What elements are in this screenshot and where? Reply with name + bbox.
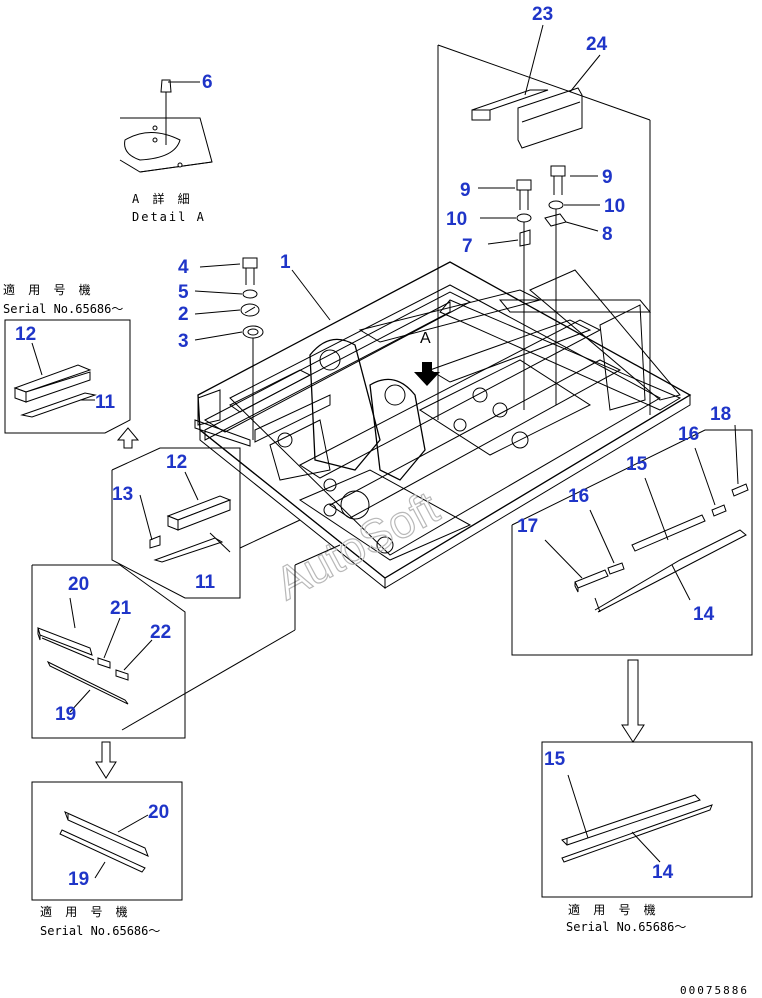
detail-a-label-jp: A 詳 細 [132, 191, 193, 206]
watermark: AutoSoft [267, 481, 447, 610]
section-arrow-a: A [414, 330, 440, 386]
callout-12-b: 12 [166, 452, 187, 473]
inset-right [511, 424, 753, 656]
inset-top-left [4, 319, 131, 434]
callout-17: 17 [517, 516, 538, 537]
callout-15-b: 15 [544, 749, 566, 770]
callout-9-b: 9 [602, 167, 613, 188]
callout-18: 18 [710, 404, 731, 425]
main-frame-drawing [194, 261, 692, 590]
serial-note-3-jp: 適 用 号 機 [568, 902, 659, 917]
arrow-letter: A [420, 330, 431, 347]
inset-bottom-right [541, 741, 753, 898]
callout-11-a: 11 [95, 392, 116, 413]
callout-7: 7 [462, 236, 473, 257]
callout-15-a: 15 [626, 454, 648, 475]
callout-2: 2 [178, 304, 189, 325]
callout-14-a: 14 [693, 604, 715, 625]
serial-note-1-jp: 適 用 号 機 [3, 282, 94, 297]
callout-12-a: 12 [15, 324, 36, 345]
callout-22: 22 [150, 622, 171, 643]
callout-13: 13 [112, 484, 133, 505]
callout-21: 21 [110, 598, 132, 619]
callout-numbers: 1 2 3 4 5 6 7 8 9 9 10 10 11 11 12 12 13… [15, 4, 731, 890]
arrow-up-icon [116, 427, 140, 449]
hardware-group-left [240, 257, 264, 440]
callout-11-b: 11 [195, 572, 216, 593]
callout-10-a: 10 [446, 209, 467, 230]
callout-8: 8 [602, 224, 613, 245]
drawing-code: 00075886 [680, 984, 749, 997]
callout-14-b: 14 [652, 862, 674, 883]
callout-16-b: 16 [678, 424, 699, 445]
callout-6: 6 [202, 72, 213, 93]
callout-23: 23 [532, 4, 553, 25]
serial-note-1-en: Serial No.65686～ [3, 302, 123, 316]
callout-24: 24 [586, 34, 608, 55]
callout-3: 3 [178, 331, 189, 352]
serial-note-2-jp: 適 用 号 機 [40, 904, 131, 919]
callout-9-a: 9 [460, 180, 471, 201]
callout-20-b: 20 [148, 802, 169, 823]
callout-4: 4 [178, 257, 189, 278]
serial-note-2-en: Serial No.65686～ [40, 924, 160, 938]
callout-10-b: 10 [604, 196, 625, 217]
callout-19-b: 19 [68, 869, 89, 890]
inset-center-left [111, 447, 301, 599]
parts-23-24 [437, 44, 651, 420]
detail-a-label-en: Detail A [132, 210, 206, 224]
arrow-down-icon-right [621, 659, 645, 743]
detail-a-drawing [119, 79, 213, 173]
callout-1: 1 [280, 252, 291, 273]
serial-note-3-en: Serial No.65686～ [566, 920, 686, 934]
leader-lines [168, 24, 601, 341]
arrow-down-icon-left [95, 741, 117, 779]
hardware-group-right [516, 165, 567, 410]
callout-5: 5 [178, 282, 189, 303]
callout-19-a: 19 [55, 704, 76, 725]
callout-20-a: 20 [68, 574, 89, 595]
inset-bottom-left [31, 781, 183, 901]
inset-lower-left [31, 544, 341, 739]
callout-16-a: 16 [568, 486, 589, 507]
